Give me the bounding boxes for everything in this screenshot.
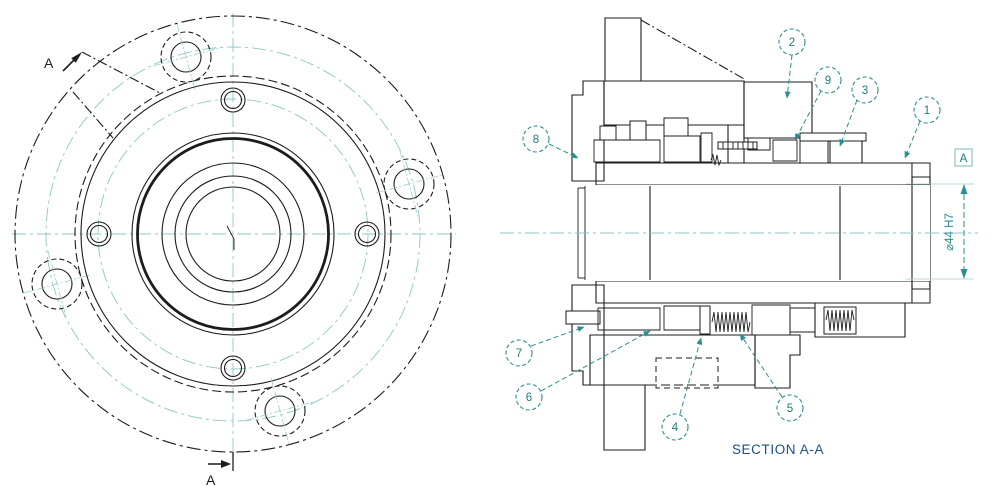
center-mark [226, 225, 235, 250]
bore-step-circle-2 [174, 175, 292, 293]
section-cutting-line[interactable]: A A [44, 51, 234, 486]
balloon-2[interactable]: 2 [778, 28, 806, 56]
end-lip-lower [911, 280, 931, 290]
balloon-6[interactable]: 6 [515, 383, 543, 411]
svg-text:4: 4 [672, 422, 679, 434]
small-bolt-holes [86, 87, 380, 381]
bore-circle [185, 186, 281, 282]
outer-bolt-circle [45, 46, 421, 422]
svg-text:3: 3 [862, 85, 868, 97]
gland-plate-upper [571, 80, 605, 182]
datum-box[interactable]: A [954, 148, 973, 167]
large-hole-top [152, 23, 220, 91]
foot-bracket [754, 334, 801, 389]
barrel-upper [595, 162, 913, 186]
spring-lower-right [825, 309, 855, 332]
bottom-ear [603, 384, 646, 451]
barrel-lower [595, 280, 913, 304]
large-hole-right [375, 150, 443, 218]
retainer-lower [814, 302, 906, 338]
large-hole-bottom [246, 377, 314, 445]
svg-text:5: 5 [787, 403, 793, 415]
spring-rod-upper [717, 141, 758, 150]
seal-cavity-upper [593, 117, 798, 167]
section-arrow-top-icon [71, 52, 82, 63]
bore-step-circle-1 [161, 162, 305, 306]
svg-text:1: 1 [924, 105, 930, 117]
drive-lug [565, 310, 601, 325]
balloon-5[interactable]: 5 [776, 394, 804, 422]
hidden-pocket [655, 357, 719, 389]
balloon-4[interactable]: 4 [661, 413, 689, 441]
svg-text:6: 6 [526, 392, 532, 404]
section-label-bottom: A [206, 472, 216, 486]
seal-cavity-lower [565, 302, 906, 338]
inner-bolt-circle [97, 98, 369, 370]
balloon-leaders [530, 54, 921, 415]
seat-ring-upper [829, 140, 863, 164]
section-arrow-bottom-icon [221, 460, 231, 468]
bearing-bold-circle [136, 137, 330, 331]
bearing-outer-circle [131, 132, 335, 336]
spring-lower-left [711, 311, 751, 333]
svg-text:7: 7 [516, 348, 522, 360]
bore-dimension[interactable]: ⌀44 H7 [906, 183, 974, 280]
dim-arrow-up-icon [960, 184, 968, 194]
balloon-7[interactable]: 7 [505, 339, 533, 367]
outer-phantom-circle [14, 15, 452, 453]
gland-plate-lower [571, 284, 605, 386]
datum-label: A [960, 153, 968, 165]
large-bolt-holes [23, 23, 443, 445]
dim-arrow-down-icon [960, 269, 968, 279]
end-notch-upper [911, 162, 931, 178]
packing-upper [772, 139, 798, 162]
balloon-1[interactable]: 1 [913, 96, 941, 124]
balloon-3[interactable]: 3 [851, 76, 879, 104]
section-view: ⌀44 H7 A 1 2 3 [500, 17, 978, 457]
lip-seal-upper [799, 132, 867, 142]
balloon-9[interactable]: 9 [814, 66, 842, 94]
end-notch-lower [911, 288, 931, 304]
svg-text:9: 9 [825, 75, 831, 87]
flange-outer-circle [80, 81, 386, 387]
section-title[interactable]: SECTION A-A [732, 442, 824, 457]
svg-text:2: 2 [789, 37, 795, 49]
spacer-upper [799, 139, 829, 164]
svg-text:8: 8 [533, 134, 539, 146]
balloon-8[interactable]: 8 [522, 125, 550, 153]
section-label-top: A [44, 55, 54, 71]
cover-upper [743, 81, 813, 139]
hidden-circle [74, 75, 392, 393]
top-ear [604, 17, 642, 82]
large-hole-left [23, 250, 91, 318]
spring-small-upper [710, 153, 722, 167]
dimension-text: ⌀44 H7 [944, 213, 956, 251]
phantom-edge [640, 19, 747, 81]
front-view: A A [12, 13, 456, 486]
